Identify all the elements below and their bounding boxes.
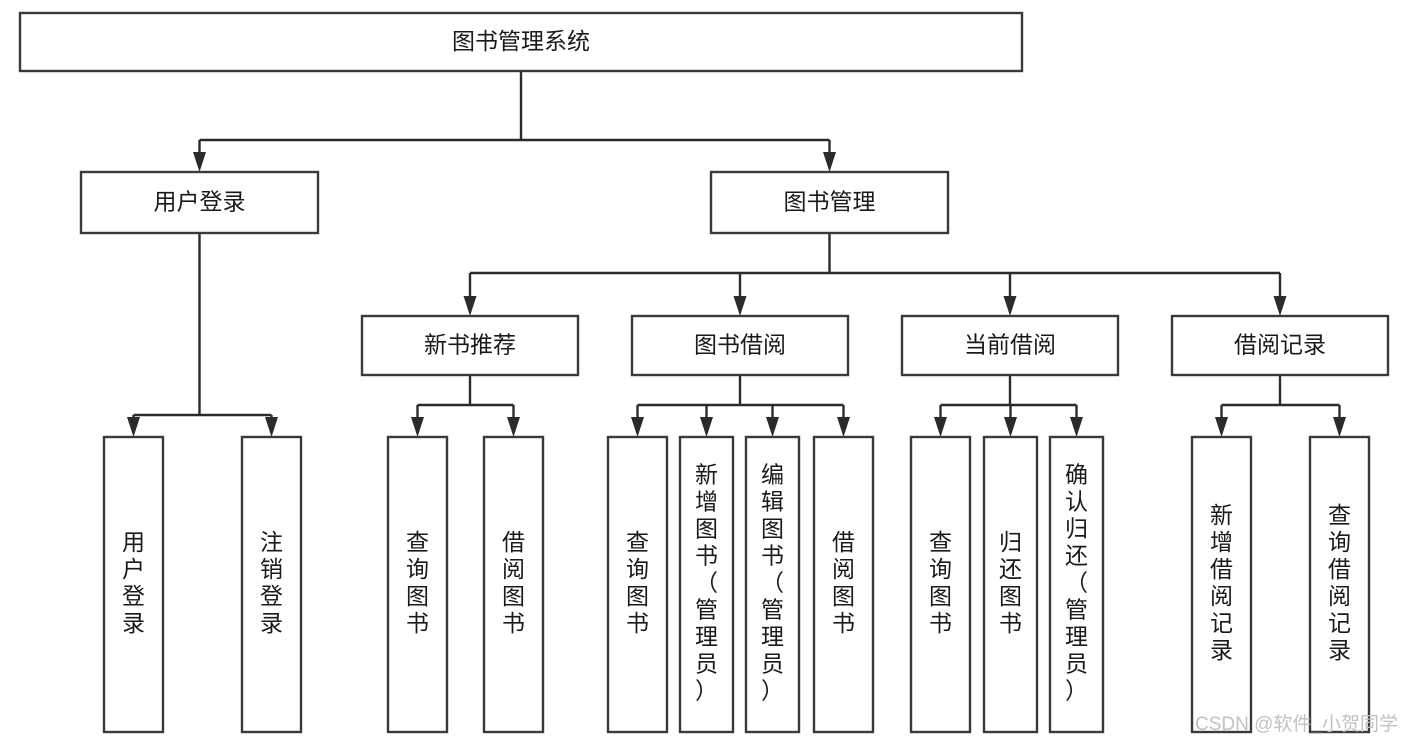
node-box[interactable] [1170,314,1390,377]
node-label: 查询图书 [406,529,429,636]
node-borrow-record[interactable]: 借阅记录 [1170,314,1390,377]
node-leaf-confirm-return[interactable]: 确认归还（管理员） [1048,435,1105,734]
node-box[interactable] [678,435,735,734]
node-box[interactable] [360,314,580,377]
node-new-book-rec[interactable]: 新书推荐 [360,314,580,377]
node-label: 借阅图书 [832,529,855,636]
node-leaf-logout[interactable]: 注销登录 [240,435,303,734]
node-label: 归还图书 [999,529,1022,636]
node-label: 用户登录 [122,529,145,636]
node-leaf-query-record[interactable]: 查询借阅记录 [1308,435,1371,734]
node-leaf-query-book-a[interactable]: 查询图书 [386,435,449,734]
node-box[interactable] [630,314,850,377]
node-root[interactable]: 图书管理系统 [18,11,1024,73]
watermark-label: CSDN @软件_小贺同学 [1195,713,1398,735]
node-label: 新增借阅记录 [1210,502,1233,663]
node-leaf-borrow-book-a[interactable]: 借阅图书 [482,435,545,734]
node-box[interactable] [709,170,950,235]
node-box[interactable] [386,435,449,734]
node-label: 新书推荐 [424,332,516,358]
node-leaf-borrow-book-b[interactable]: 借阅图书 [812,435,875,734]
node-label: 查询图书 [929,529,952,636]
node-book-borrow[interactable]: 图书借阅 [630,314,850,377]
node-label: 查询图书 [626,529,649,636]
node-box[interactable] [482,435,545,734]
node-label: 借阅记录 [1234,332,1326,358]
node-leaf-return-book[interactable]: 归还图书 [982,435,1039,734]
connector-layer [127,71,1346,437]
node-layer: 图书管理系统用户登录图书管理新书推荐图书借阅当前借阅借阅记录用户登录注销登录查询… [18,11,1390,734]
node-box[interactable] [1048,435,1105,734]
node-label: 当前借阅 [964,332,1056,358]
node-label: 注销登录 [260,529,283,636]
node-box[interactable] [900,314,1120,377]
node-box[interactable] [909,435,972,734]
node-box[interactable] [18,11,1024,73]
node-box[interactable] [240,435,303,734]
node-leaf-add-book[interactable]: 新增图书（管理员） [678,435,735,734]
node-box[interactable] [1308,435,1371,734]
node-leaf-query-book-c[interactable]: 查询图书 [909,435,972,734]
node-box[interactable] [79,170,320,235]
node-leaf-edit-book[interactable]: 编辑图书（管理员） [744,435,801,734]
node-label: 查询借阅记录 [1328,502,1351,663]
node-leaf-user-login[interactable]: 用户登录 [102,435,165,734]
node-user-login[interactable]: 用户登录 [79,170,320,235]
node-leaf-add-record[interactable]: 新增借阅记录 [1190,435,1253,734]
node-current-borrow[interactable]: 当前借阅 [900,314,1120,377]
node-label: 图书管理 [784,189,876,215]
node-label: 借阅图书 [502,529,525,636]
node-label: 确认归还（管理员） [1065,462,1088,704]
node-label: 编辑图书（管理员） [761,462,784,704]
node-label: 用户登录 [154,189,246,215]
node-label: 新增图书（管理员） [695,462,718,704]
node-box[interactable] [102,435,165,734]
node-label: 图书借阅 [694,332,786,358]
node-box[interactable] [744,435,801,734]
node-box[interactable] [812,435,875,734]
node-box[interactable] [982,435,1039,734]
node-box[interactable] [606,435,669,734]
node-label: 图书管理系统 [452,28,590,54]
node-book-mgmt[interactable]: 图书管理 [709,170,950,235]
node-box[interactable] [1190,435,1253,734]
node-leaf-query-book-b[interactable]: 查询图书 [606,435,669,734]
